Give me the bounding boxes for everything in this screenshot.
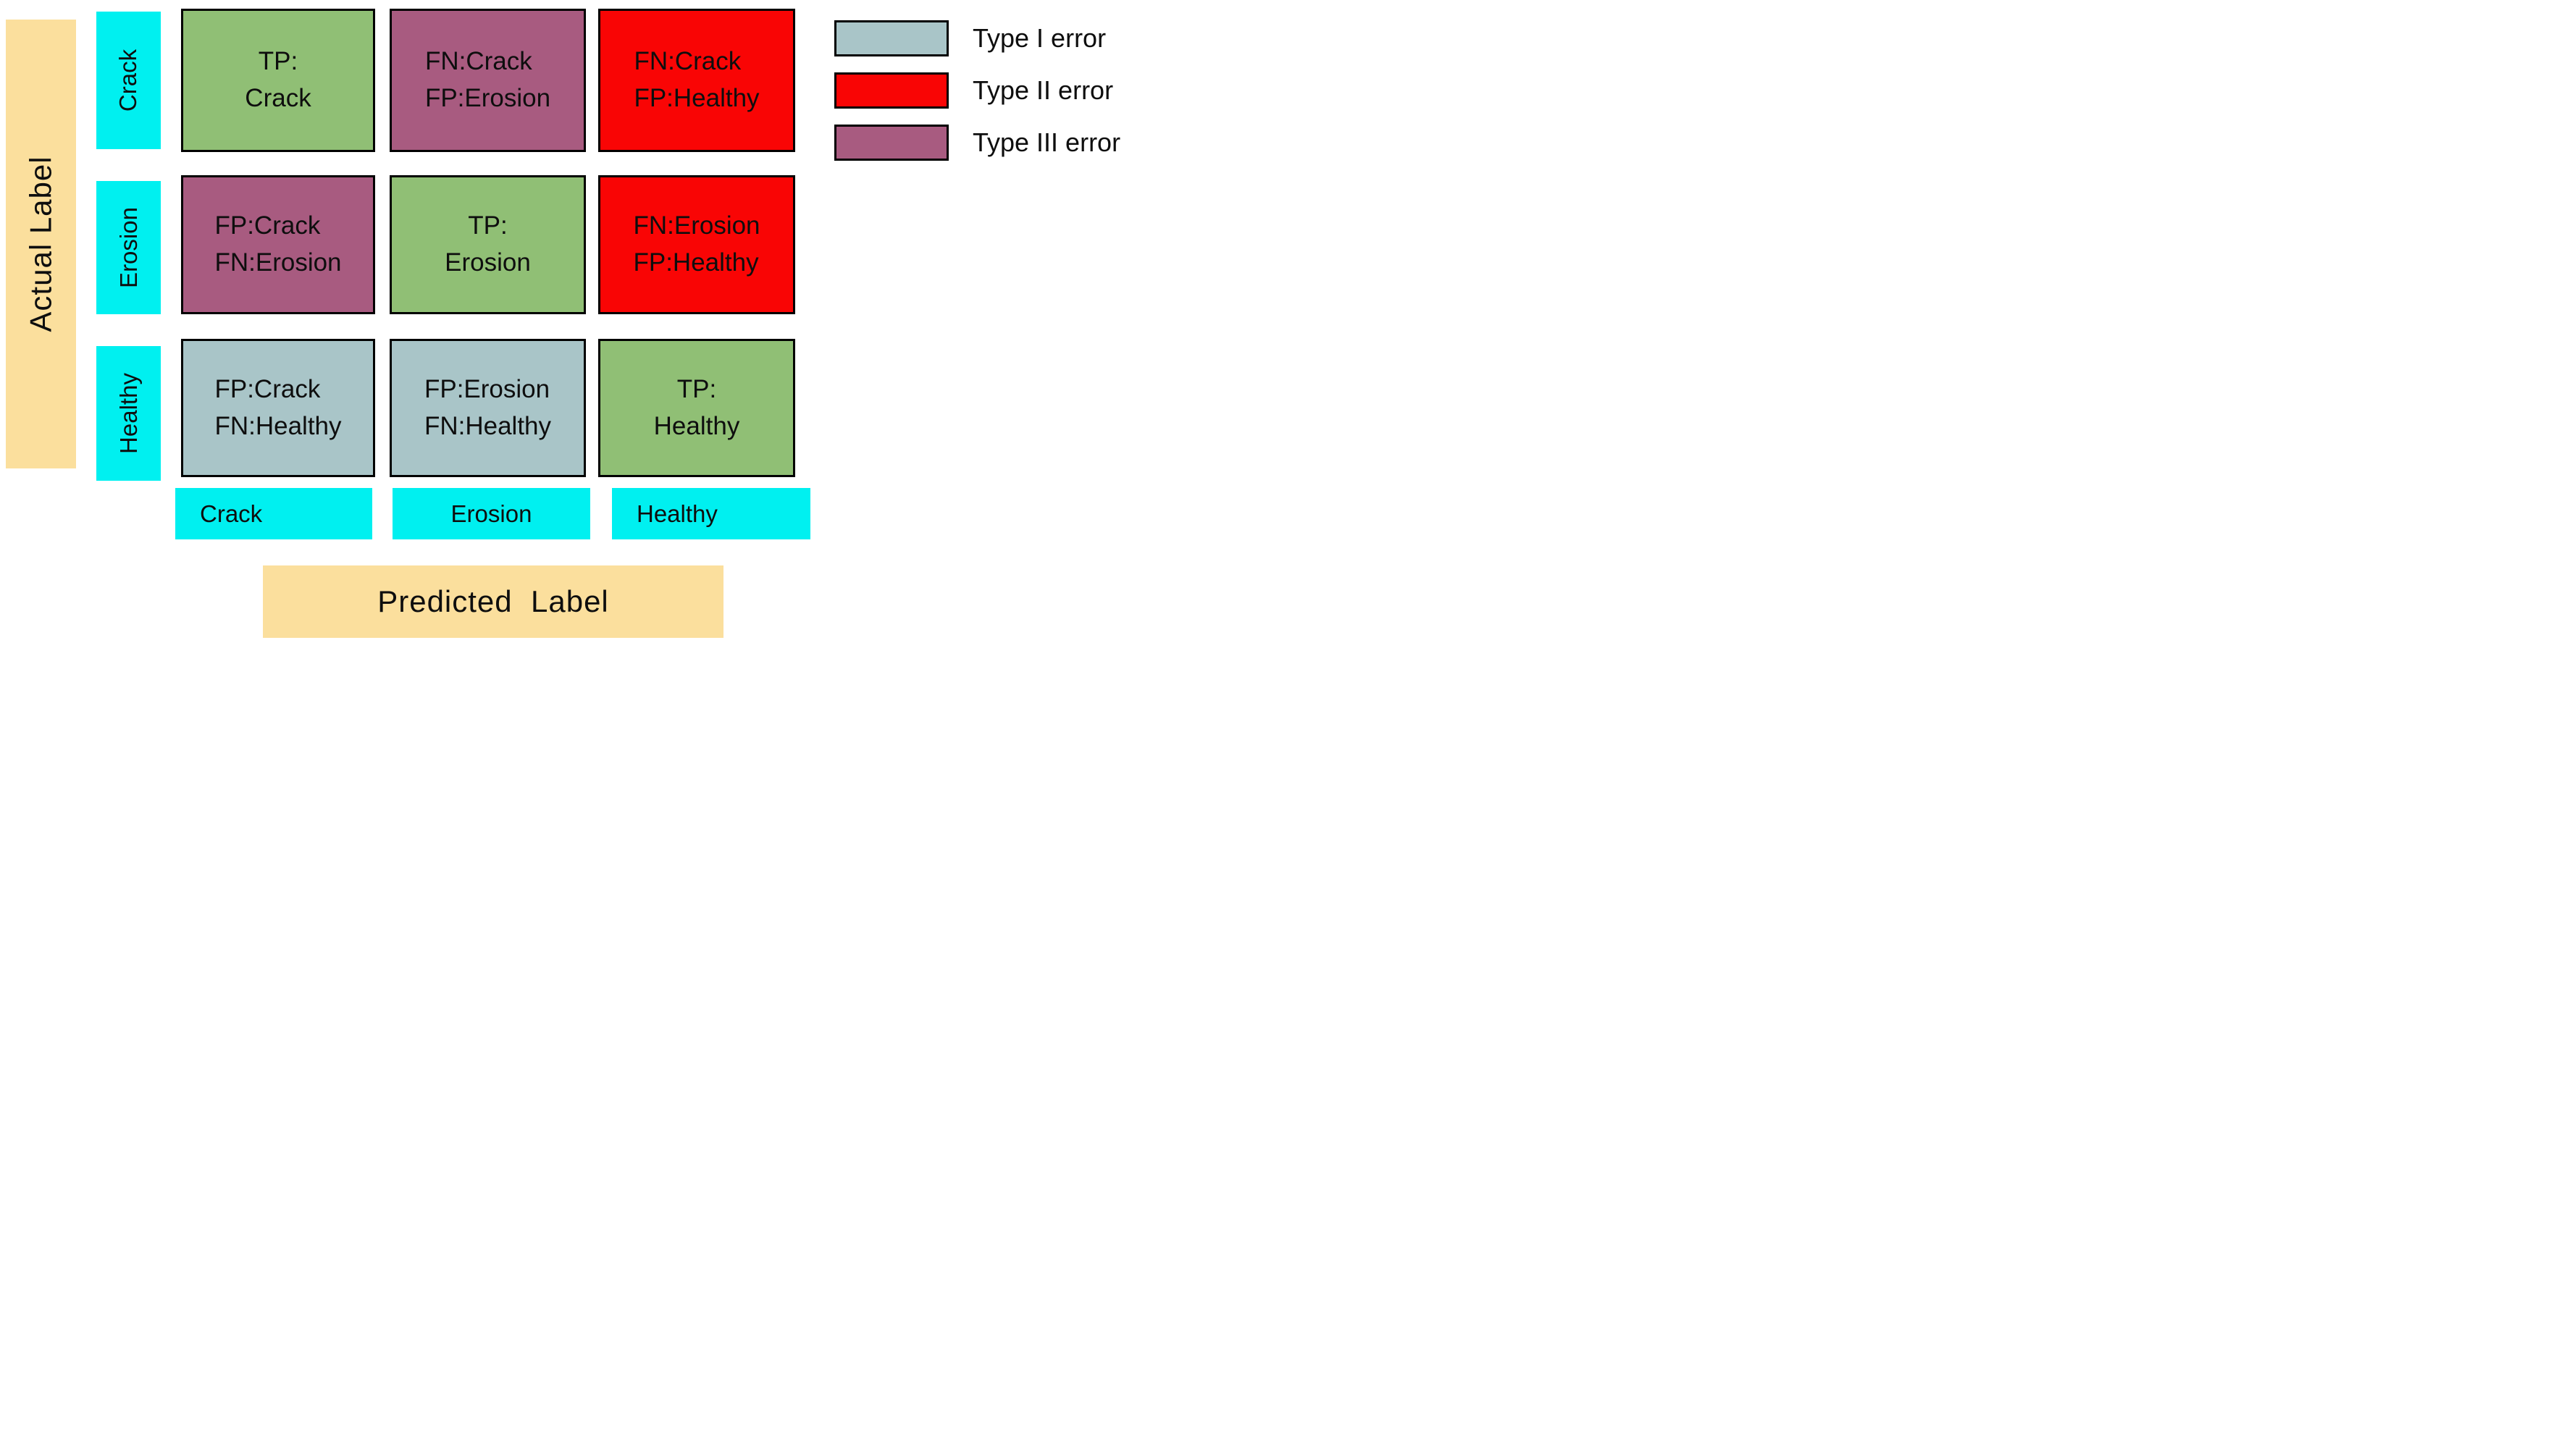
cell-line: FP:Erosion [424,374,550,403]
type3-swatch [834,125,949,161]
type2-swatch [834,72,949,109]
cell-line: FN:Erosion [214,248,342,277]
col-label-text: Crack [200,500,263,527]
cell-text: FP:Crack FN:Erosion [214,208,341,282]
cell-actual-crack-pred-erosion: FN:Crack FP:Erosion [390,9,586,152]
cell-text: FP:Erosion FN:Healthy [424,371,551,445]
cell-line: FN:Healthy [424,411,552,440]
cell-text: FN:Crack FP:Healthy [634,43,759,117]
row-label-text: Crack [114,49,142,112]
cell-line: FN:Crack [424,47,532,76]
legend-item-type3: Type III error [834,125,1120,161]
cell-line: TP: [676,374,717,403]
cell-actual-healthy-pred-healthy: TP: Healthy [598,339,795,477]
cell-actual-healthy-pred-crack: FP:Crack FN:Healthy [181,339,375,477]
cell-text: FN:Erosion FP:Healthy [633,208,760,282]
cell-text: FP:Crack FN:Healthy [214,371,341,445]
predicted-axis-bar: Predicted Label [263,565,723,638]
row-label-erosion: Erosion [96,181,161,314]
legend: Type I error Type II error Type III erro… [834,20,1120,161]
cell-actual-crack-pred-healthy: FN:Crack FP:Healthy [598,9,795,152]
legend-item-type1: Type I error [834,20,1120,56]
confusion-matrix-diagram: Actual Label Crack Erosion Healthy TP: C… [0,0,1137,646]
cell-line: FP:Crack [214,211,321,240]
col-label-crack: Crack [175,488,372,539]
row-label-crack: Crack [96,12,161,149]
predicted-axis-label: Predicted Label [377,584,609,618]
cell-text: TP: Crack [245,43,311,117]
cell-actual-crack-pred-crack: TP: Crack [181,9,375,152]
row-label-text: Erosion [114,207,142,288]
actual-axis-bar: Actual Label [6,20,76,468]
col-label-text: Healthy [637,500,718,527]
cell-text: TP: Erosion [445,208,531,282]
cell-line: Crack [245,84,311,112]
legend-item-type2: Type II error [834,72,1120,109]
cell-actual-erosion-pred-healthy: FN:Erosion FP:Healthy [598,175,795,314]
legend-label: Type II error [973,75,1114,105]
cell-line: TP: [258,47,298,76]
cell-actual-erosion-pred-erosion: TP: Erosion [390,175,586,314]
legend-label: Type III error [973,127,1121,157]
cell-line: Erosion [445,248,531,277]
cell-actual-healthy-pred-erosion: FP:Erosion FN:Healthy [390,339,586,477]
cell-actual-erosion-pred-crack: FP:Crack FN:Erosion [181,175,375,314]
cell-line: TP: [468,211,508,240]
cell-line: Healthy [653,411,740,440]
col-label-text: Erosion [450,500,532,527]
cell-line: FP:Crack [214,374,321,403]
col-label-healthy: Healthy [612,488,810,539]
cell-line: FP:Erosion [424,84,551,112]
cell-line: FP:Healthy [633,248,759,277]
col-label-erosion: Erosion [393,488,590,539]
legend-label: Type I error [973,23,1107,53]
row-label-healthy: Healthy [96,346,161,481]
row-label-text: Healthy [114,373,142,454]
cell-line: FN:Healthy [214,411,342,440]
cell-line: FN:Crack [634,47,742,76]
cell-line: FN:Erosion [633,211,760,240]
type1-swatch [834,20,949,56]
cell-line: FP:Healthy [634,84,760,112]
cell-text: TP: Healthy [654,371,740,445]
cell-text: FN:Crack FP:Erosion [425,43,550,117]
actual-axis-label: Actual Label [23,156,58,332]
